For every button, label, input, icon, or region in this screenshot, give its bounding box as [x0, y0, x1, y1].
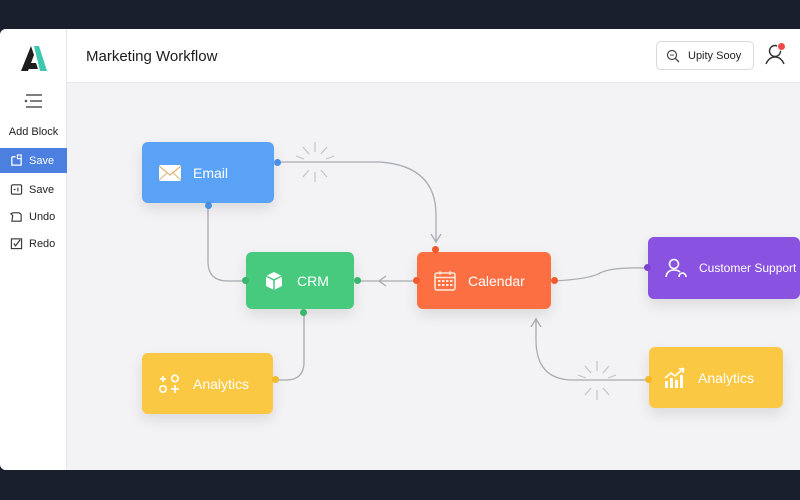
node-label: Customer Support [699, 261, 797, 275]
port-support-left[interactable] [644, 264, 651, 271]
envelope-icon [158, 164, 182, 181]
node-label: Email [193, 164, 229, 181]
sidebar-item-redo[interactable]: Redo [0, 231, 67, 256]
node-label: Analytics [193, 375, 250, 392]
calendar-icon [434, 270, 456, 291]
node-crm[interactable]: CRM [246, 252, 354, 309]
sidebar-item-label: Redo [29, 237, 56, 250]
node-calendar[interactable]: Calendar [417, 252, 551, 309]
bar-chart-icon [664, 367, 685, 388]
port-calendar-right[interactable] [551, 277, 558, 284]
port-analytics2-left[interactable] [645, 376, 652, 383]
port-analytics1-right[interactable] [272, 376, 279, 383]
search-label: Upity Sooy [688, 49, 742, 62]
undo-icon [10, 212, 22, 222]
flow-nodes-icon [158, 373, 180, 393]
node-customer-support[interactable]: Customer Support [648, 237, 800, 299]
top-bar: Marketing Workflow Upity Sooy [67, 29, 800, 83]
menu-icon[interactable] [23, 93, 43, 109]
node-label: CRM [297, 272, 329, 289]
node-email[interactable]: Email [142, 142, 274, 203]
sidebar-item-label: Save [29, 154, 55, 167]
save-export-icon [11, 154, 22, 166]
sidebar-item-label: Undo [29, 210, 56, 223]
save-icon [10, 184, 23, 195]
sidebar: Add Block Save Save Undo [0, 29, 67, 470]
add-block-button[interactable]: Add Block [8, 126, 59, 138]
search-icon [666, 49, 680, 62]
port-crm-left[interactable] [242, 277, 249, 284]
sidebar-item-undo[interactable]: Undo [0, 204, 67, 229]
port-email-bottom[interactable] [205, 202, 212, 209]
notification-badge [777, 42, 786, 51]
logo-icon [21, 46, 47, 71]
node-label: Analytics [698, 369, 755, 386]
user-support-icon [665, 258, 687, 278]
port-crm-bottom[interactable] [300, 309, 307, 316]
sidebar-item-save-export[interactable]: Save [0, 148, 67, 173]
page-title: Marketing Workflow [86, 48, 218, 65]
sidebar-item-label: Save [29, 183, 55, 196]
node-analytics-1[interactable]: Analytics [142, 353, 273, 414]
search-button[interactable]: Upity Sooy [656, 41, 754, 70]
port-calendar-left[interactable] [413, 277, 420, 284]
port-email-right[interactable] [274, 159, 281, 166]
port-crm-right[interactable] [354, 277, 361, 284]
sidebar-item-save[interactable]: Save [0, 177, 67, 202]
box-icon [265, 271, 283, 290]
node-label: Calendar [468, 272, 525, 289]
port-calendar-top[interactable] [432, 246, 439, 253]
node-analytics-2[interactable]: Analytics [649, 347, 783, 408]
redo-check-icon [10, 238, 23, 250]
user-icon[interactable] [764, 43, 786, 65]
